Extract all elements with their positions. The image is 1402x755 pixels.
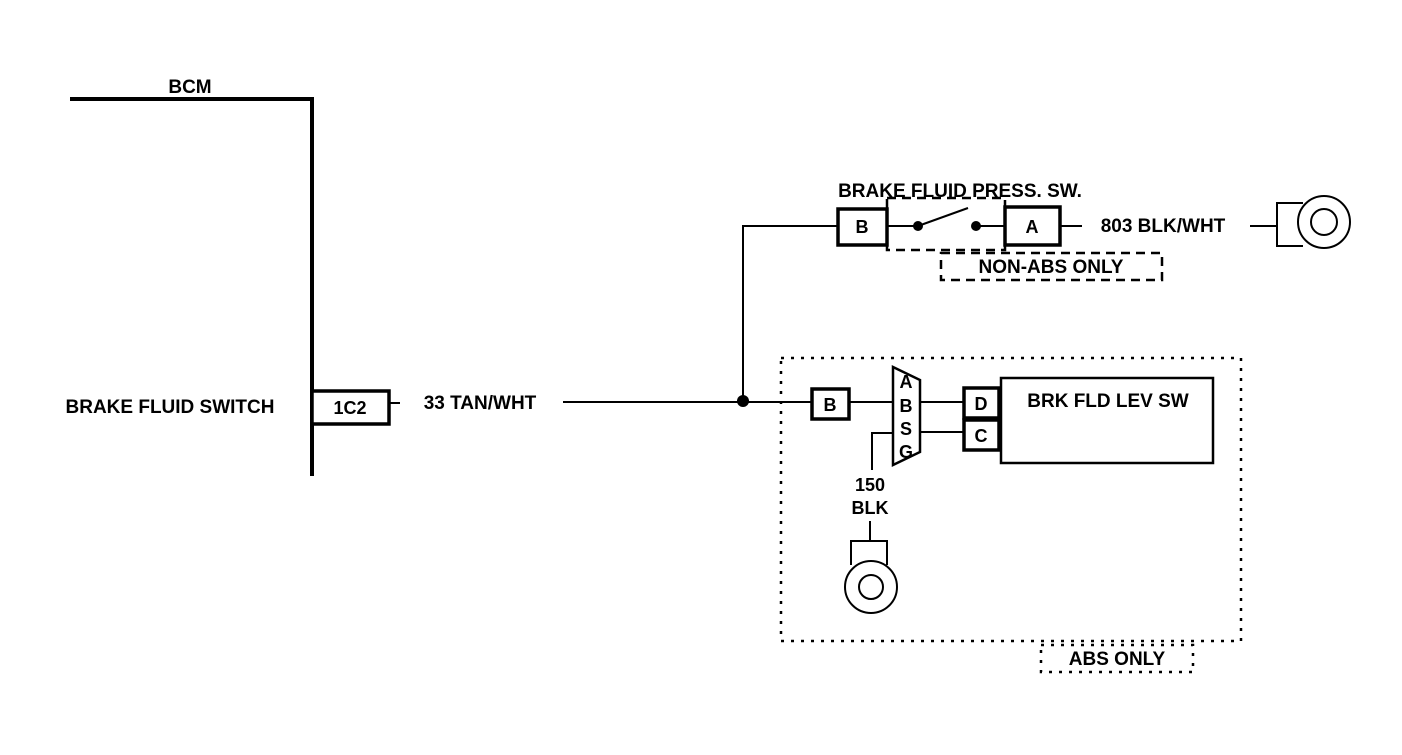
brk-fld-lev-sw-label: BRK FLD LEV SW: [1027, 391, 1189, 412]
abs-module-group: B A B S G D C BRK FLD LEV SW 150 BLK ABS…: [779, 356, 1243, 674]
switch-pin-c-label: C: [975, 426, 988, 446]
abs-connector-pin-g: G: [899, 442, 913, 462]
brake-fluid-switch-label: BRAKE FLUID SWITCH: [66, 397, 275, 418]
switch-pin-c: [962, 418, 1001, 452]
ground-wire-803-label: 803 BLK/WHT: [1101, 216, 1226, 237]
non-abs-only-note: NON-ABS ONLY: [979, 257, 1124, 278]
switch-pin-d: [962, 386, 1001, 420]
abs-only-note: ABS ONLY: [1069, 649, 1166, 670]
abs-input-pin-b: [810, 387, 851, 421]
main-wire-label: 33 TAN/WHT: [424, 393, 537, 414]
pressure-switch-pin-b-label: B: [856, 217, 869, 237]
branch-wire-to-press-sw: [742, 225, 838, 401]
abs-input-pin-b-label: B: [824, 395, 837, 415]
brk-fld-lev-sw-body: [999, 376, 1215, 465]
main-wire-33: 33 TAN/WHT: [389, 225, 838, 414]
switch-contact-icon: [917, 207, 969, 227]
abs-connector-pin-b: B: [900, 396, 913, 416]
ground-wire-150-number: 150: [855, 475, 885, 495]
bcm-connector-1c2: [310, 389, 391, 426]
ground-symbol-icon: [844, 521, 898, 614]
pressure-switch-title: BRAKE FLUID PRESS. SW.: [838, 181, 1082, 202]
bcm-title: BCM: [168, 77, 211, 98]
pressure-switch-pin-a-label: A: [1026, 217, 1039, 237]
ground-wire-150: [871, 432, 893, 470]
ground-symbol-icon: [1250, 195, 1351, 249]
bcm-block: BCM BRAKE FLUID SWITCH 1C2: [66, 77, 391, 476]
pressure-switch-group: BRAKE FLUID PRESS. SW. B A 803 BLK/WHT N…: [836, 181, 1351, 282]
abs-module-outline: [779, 356, 1243, 643]
abs-connector-pin-s: S: [900, 419, 912, 439]
bcm-outline: [70, 97, 314, 476]
ground-wire-150-color: BLK: [852, 498, 889, 518]
abs-connector-pin-a: A: [900, 372, 913, 392]
pressure-switch-pin-b: [836, 207, 889, 247]
pressure-switch-outline: [885, 196, 1007, 252]
switch-pin-d-label: D: [975, 394, 988, 414]
non-abs-only-box: [939, 251, 1164, 282]
bcm-connector-pin-label: 1C2: [333, 398, 366, 418]
